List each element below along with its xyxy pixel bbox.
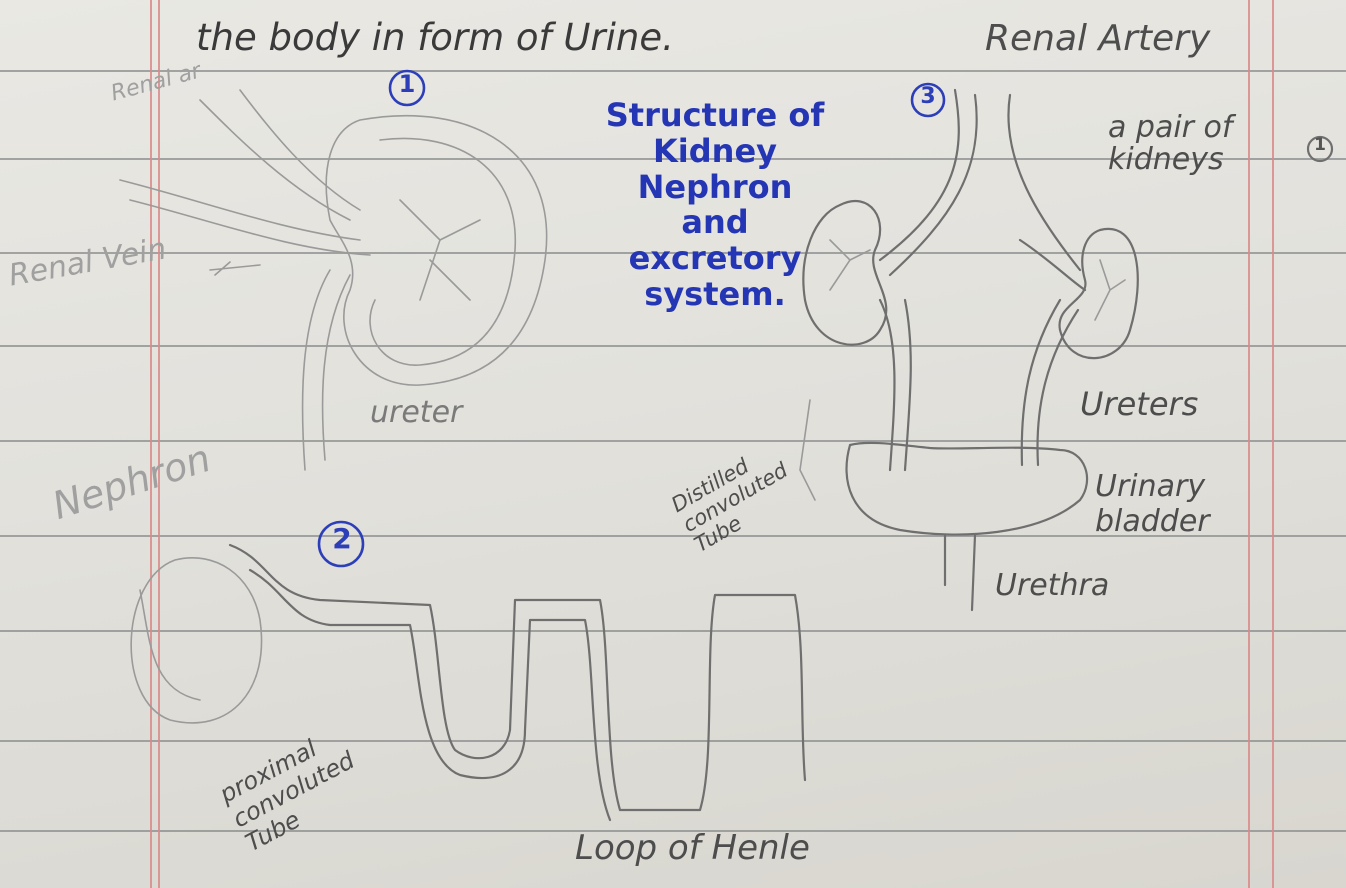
label-urinary-bladder: Urinary bladder	[1095, 470, 1305, 539]
label-pair-of-kidneys: a pair of kidneys	[1108, 112, 1308, 175]
title-line: excretory	[545, 241, 885, 277]
kidney-section-drawing	[120, 90, 547, 470]
title-block: Structure of Kidney Nephron and excretor…	[545, 98, 885, 313]
title-line: Nephron	[545, 170, 885, 206]
circled-number-far-right: 1	[1308, 135, 1332, 155]
circled-number-kidney: 1	[390, 70, 424, 98]
title-line: system.	[545, 277, 885, 313]
title-line: Structure of	[545, 98, 885, 134]
label-ureter: ureter	[370, 395, 462, 430]
label-loop-of-henle: Loop of Henle	[575, 828, 810, 868]
label-urethra: Urethra	[995, 568, 1109, 603]
circled-number-nephron: 2	[320, 522, 364, 555]
label-renal-artery: Renal Artery	[985, 18, 1210, 59]
header-text: the body in form of Urine.	[196, 16, 674, 59]
title-line: Kidney	[545, 134, 885, 170]
title-line: and	[545, 205, 885, 241]
nephron-drawing	[131, 400, 815, 820]
circled-number-system: 3	[912, 84, 944, 109]
label-ureters: Ureters	[1080, 385, 1198, 423]
